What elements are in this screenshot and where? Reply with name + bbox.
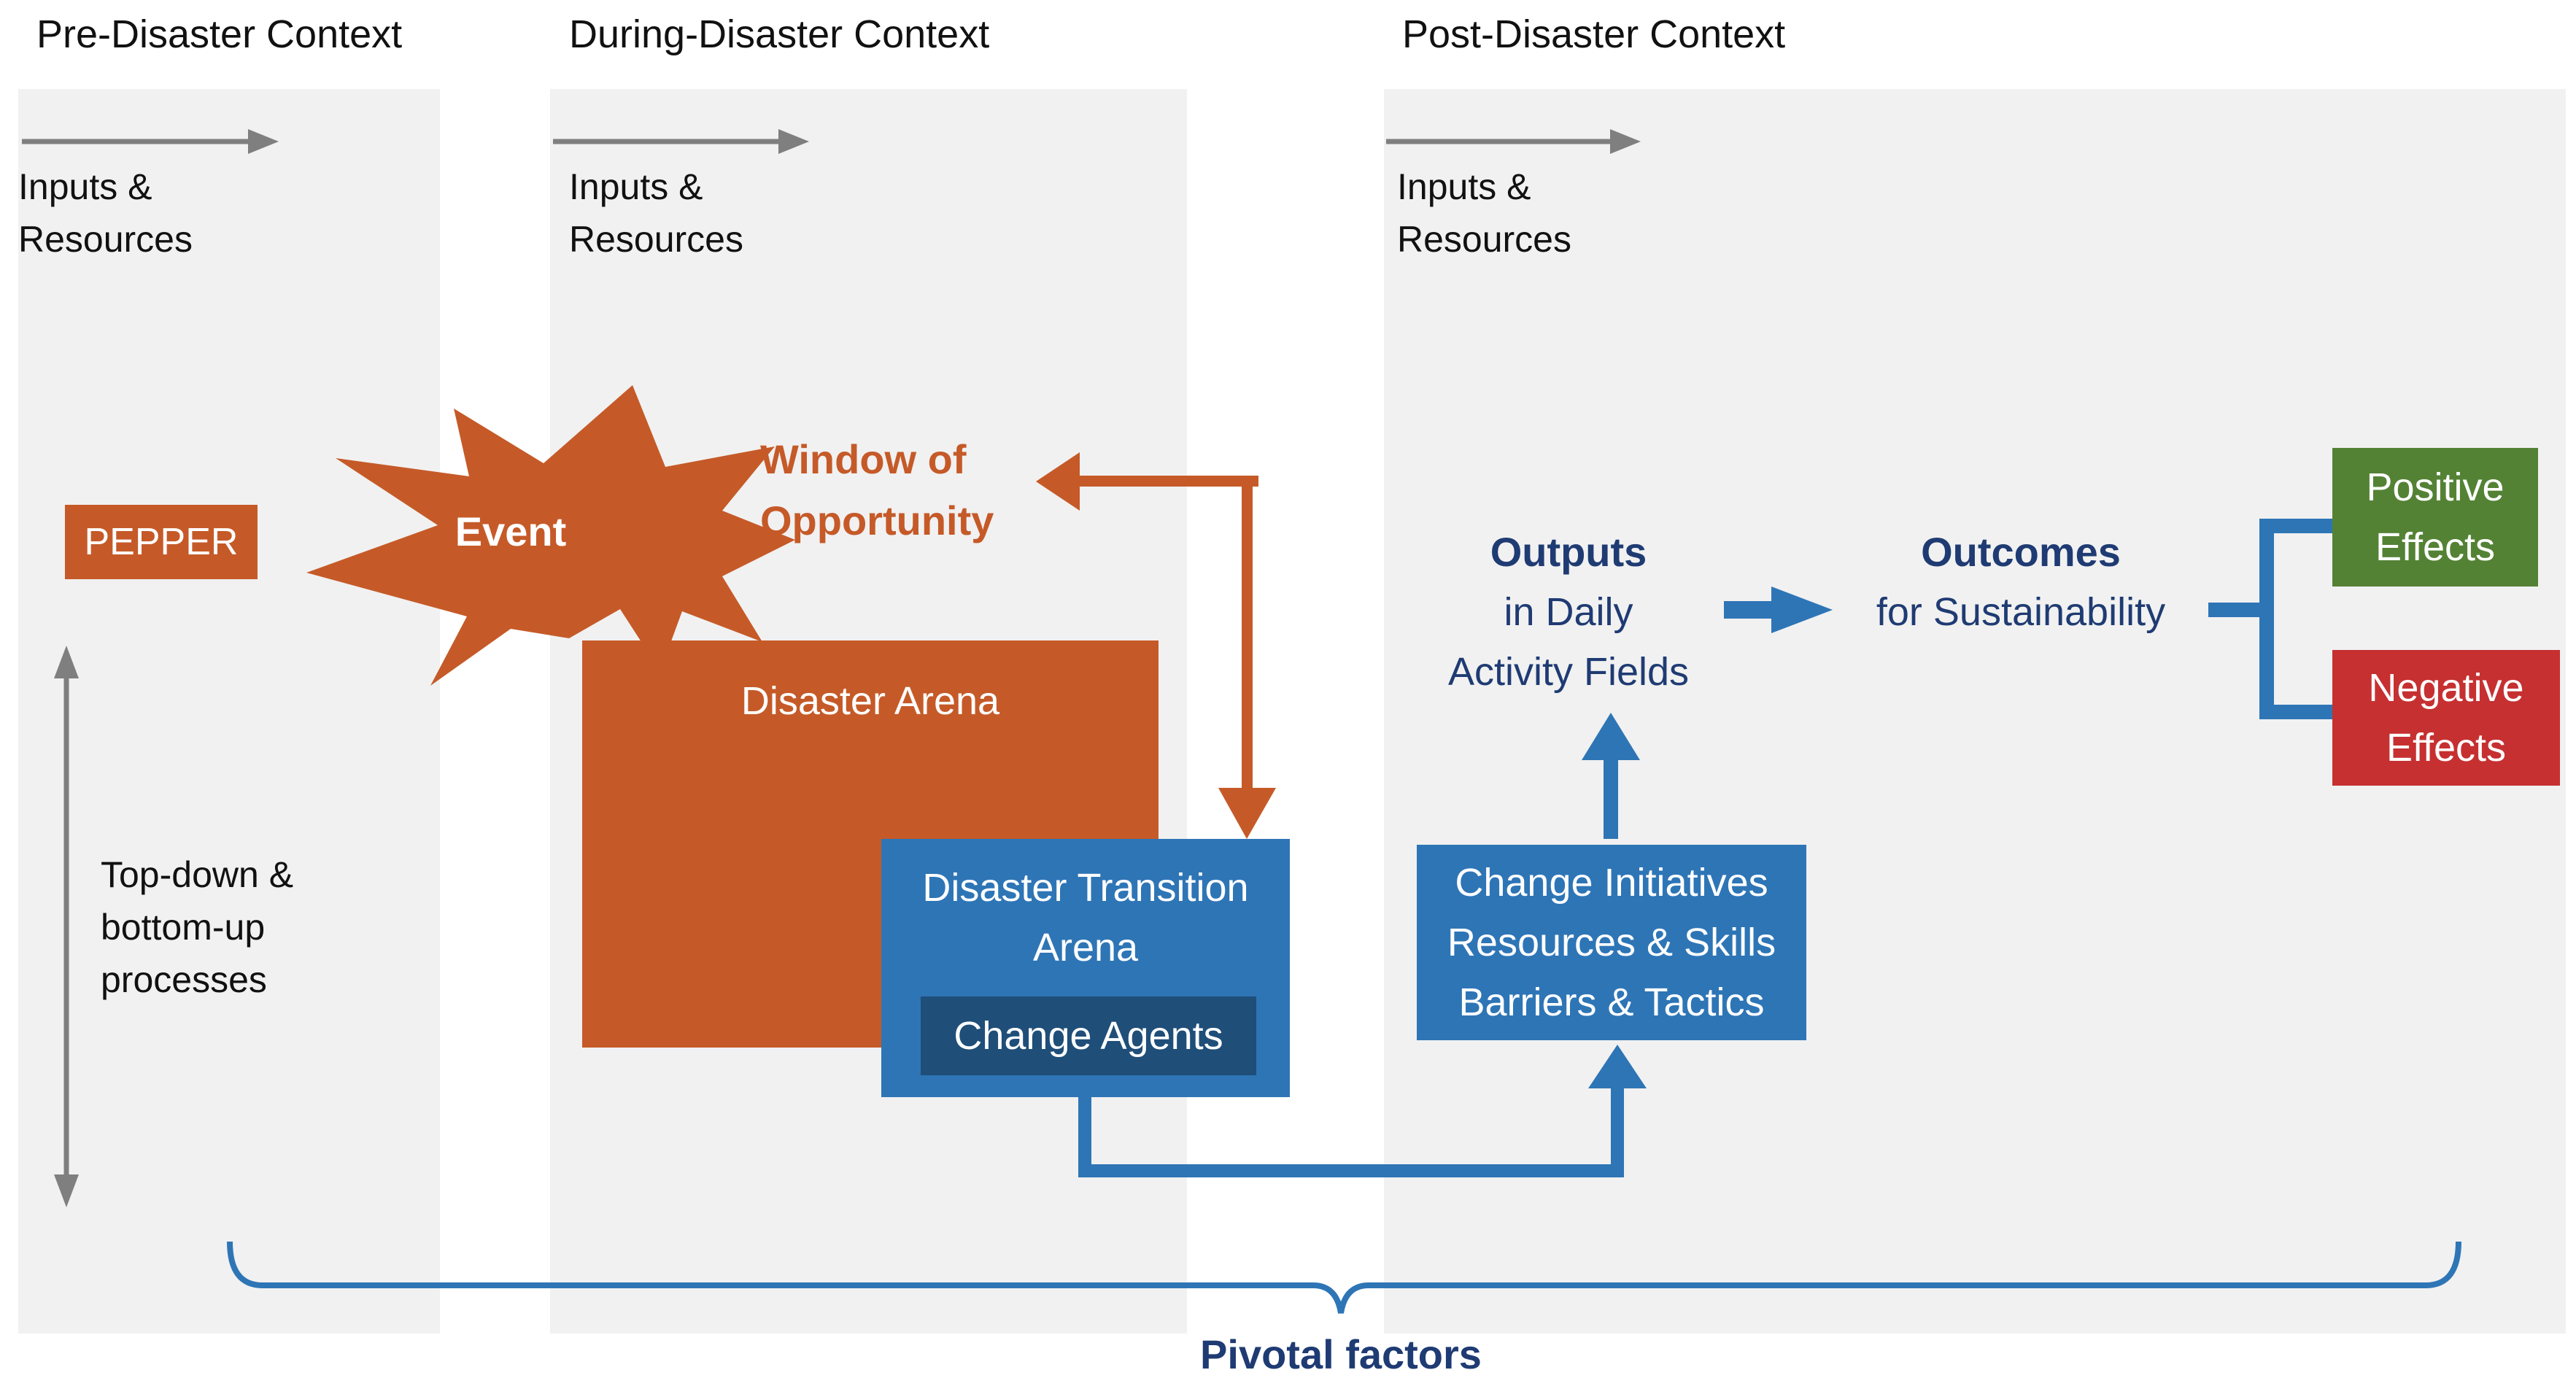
outcomes-title: Outcomes xyxy=(1921,529,2121,575)
outcomes-effects-bracket xyxy=(2208,519,2332,719)
window-feedback-arrow xyxy=(1036,452,1276,839)
disaster-arena-label: Disaster Arena xyxy=(740,679,1000,723)
outputs-title: Outputs xyxy=(1490,529,1647,575)
inputs-arrow-during xyxy=(553,129,809,154)
pivotal-factors-brace xyxy=(227,1241,2461,1314)
initiatives-to-outputs-arrow xyxy=(1582,713,1640,839)
pepper-box: PEPPER xyxy=(65,505,258,579)
disaster-transition-arena-box: Disaster Transition Arena Change Agents xyxy=(881,839,1290,1097)
outputs-to-outcomes-arrow xyxy=(1724,587,1833,633)
change-initiatives-box: Change Initiatives Resources & Skills Ba… xyxy=(1417,845,1806,1040)
outputs-body: in Daily Activity Fields xyxy=(1447,590,1690,694)
transition-to-initiatives-connector xyxy=(1078,1045,1647,1177)
outcomes-body: for Sustainability xyxy=(1876,590,2166,634)
outcomes-block: Outcomes for Sustainability xyxy=(1838,522,2203,642)
window-of-opportunity-label: Window of Opportunity xyxy=(760,436,994,543)
negative-effects-box: Negative Effects xyxy=(2332,650,2560,786)
processes-label: Top-down & bottom-up processes xyxy=(101,854,294,1000)
post-disaster-title: Post-Disaster Context xyxy=(1402,12,1786,56)
outputs-block: Outputs in Daily Activity Fields xyxy=(1386,522,1751,702)
positive-effects-box: Positive Effects xyxy=(2332,448,2538,587)
transition-arena-label: Disaster Transition Arena xyxy=(922,866,1249,969)
pre-disaster-panel xyxy=(18,89,440,1334)
processes-double-arrow xyxy=(54,646,79,1207)
pre-disaster-title: Pre-Disaster Context xyxy=(36,12,403,56)
event-label: Event xyxy=(455,508,567,554)
inputs-resources-label-pre: Inputs & Resources xyxy=(18,166,193,260)
inputs-resources-label-during: Inputs & Resources xyxy=(569,166,743,260)
inputs-arrow-pre xyxy=(22,129,279,154)
event-starburst-icon xyxy=(306,385,795,686)
change-agents-box: Change Agents xyxy=(921,996,1256,1075)
inputs-resources-label-post: Inputs & Resources xyxy=(1397,166,1571,260)
during-disaster-title: During-Disaster Context xyxy=(569,12,990,56)
pivotal-factors-label: Pivotal factors xyxy=(1200,1331,1482,1377)
inputs-arrow-post xyxy=(1386,129,1641,154)
